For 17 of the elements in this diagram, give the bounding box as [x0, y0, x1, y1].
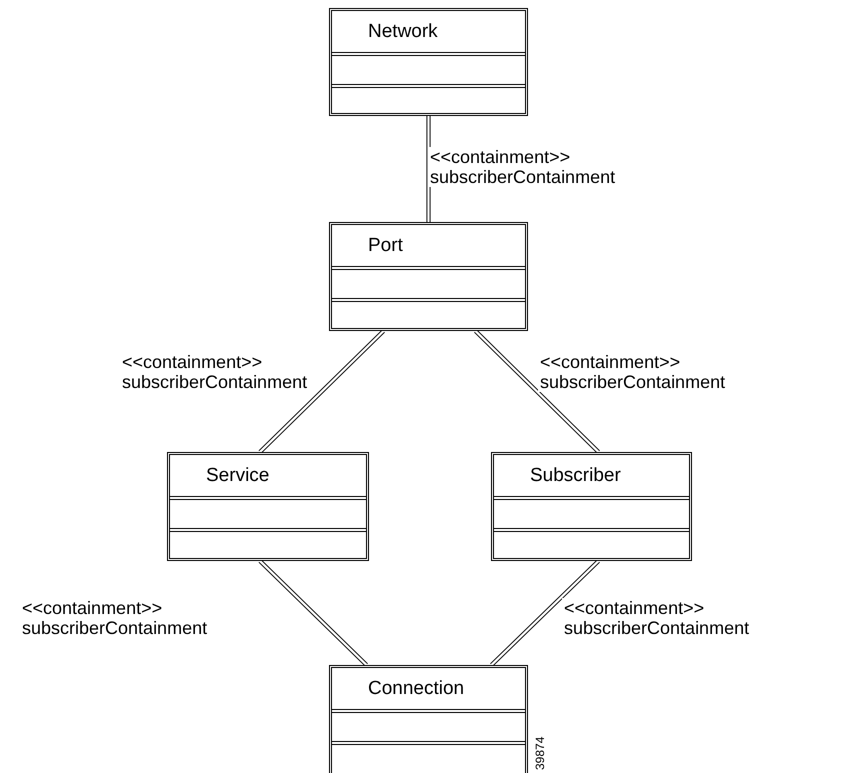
association-line [258, 329, 386, 454]
class-name: Network [368, 20, 438, 42]
class-name: Subscriber [530, 464, 621, 486]
association-line [490, 559, 600, 667]
class-name: Port [368, 234, 403, 256]
edge-label: <<containment>> subscriberContainment [428, 147, 618, 187]
class-box [329, 665, 528, 773]
edge-label: <<containment>> subscriberContainment [538, 352, 728, 392]
class-box [491, 452, 692, 561]
class-name: Service [206, 464, 270, 486]
class-box [167, 452, 369, 561]
figure-number: 39874 [533, 736, 547, 770]
association-line [258, 559, 368, 667]
class-box [329, 8, 528, 116]
class-box [329, 222, 528, 331]
class-name: Connection [368, 678, 464, 700]
association-line [474, 329, 600, 454]
